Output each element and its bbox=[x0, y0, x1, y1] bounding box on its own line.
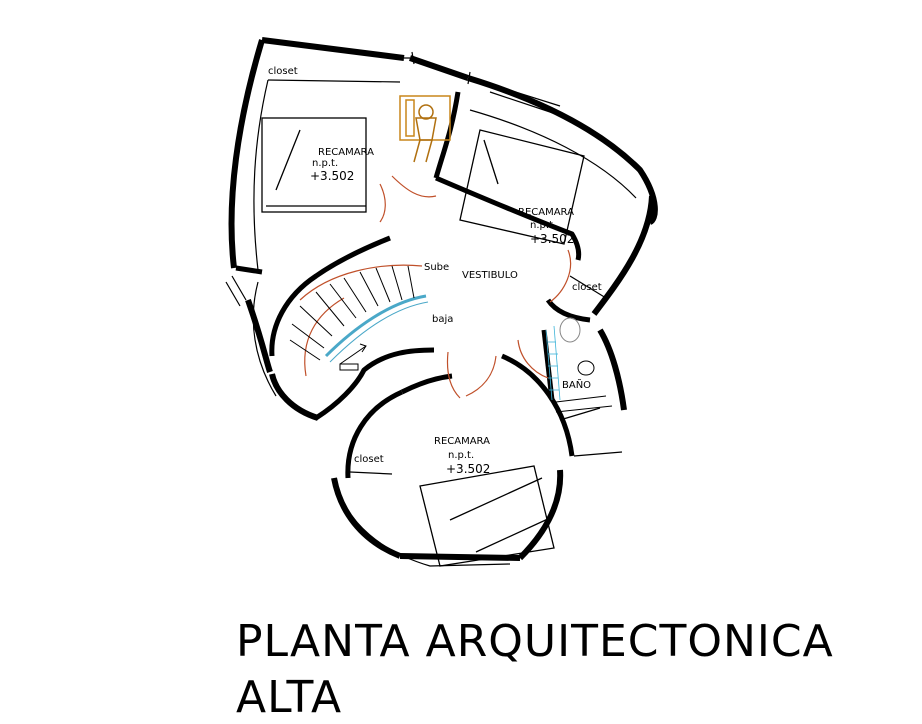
chair-person-head bbox=[418, 104, 434, 120]
wall-vestibule-stair-upper bbox=[269, 235, 391, 357]
closet-line-bedroom-3 bbox=[349, 471, 393, 475]
wall-bedroom-3-arc-left bbox=[345, 389, 404, 479]
wall-bedroom-1-outer bbox=[261, 37, 405, 61]
beds bbox=[261, 117, 585, 567]
bed-pillow-line bbox=[275, 129, 301, 191]
closet-label-bedroom-1: closet bbox=[268, 66, 298, 77]
bathroom-tiles bbox=[545, 325, 561, 401]
shower-lines bbox=[555, 395, 613, 413]
stair-arc-outer bbox=[299, 264, 423, 301]
closet-line-bedroom-1 bbox=[267, 79, 401, 83]
bed-pillow-line bbox=[483, 139, 499, 185]
desk-furniture bbox=[399, 95, 451, 163]
bed-frame bbox=[419, 465, 555, 567]
window-left bbox=[225, 275, 247, 307]
door-arc-bedroom-1-2 bbox=[379, 183, 386, 223]
room-name-bedroom-3: RECAMARA bbox=[434, 436, 490, 447]
wall-bedroom-2-inner-left bbox=[433, 91, 461, 179]
wall-bedroom-3-bottom bbox=[399, 553, 521, 561]
closet-label-bedroom-3: closet bbox=[354, 454, 384, 465]
chair-person-body bbox=[415, 117, 437, 141]
room-name-bedroom-2: RECAMARA bbox=[518, 207, 574, 218]
wall-bedroom-1-lower bbox=[245, 299, 273, 373]
bed-frame bbox=[459, 129, 585, 245]
stair-arc-inner bbox=[304, 297, 345, 377]
stair-outer-face bbox=[252, 281, 277, 397]
bed-sheet-line-1 bbox=[449, 477, 543, 521]
staircase bbox=[289, 264, 429, 377]
level-bedroom-2: +3.502 bbox=[530, 232, 574, 246]
wall-bath-outer bbox=[597, 328, 627, 411]
stair-treads bbox=[289, 265, 415, 361]
labels: closet RECAMARA n.p.t. +3.502 RECAMARA n… bbox=[268, 66, 602, 476]
toilet-icon bbox=[559, 317, 581, 343]
room-name-bathroom: BAÑO bbox=[562, 378, 591, 391]
bed-bedroom-1 bbox=[261, 117, 367, 213]
closet-label-bedroom-2: closet bbox=[572, 282, 602, 293]
stair-rail-inner bbox=[329, 301, 429, 363]
thin-lines bbox=[225, 51, 637, 567]
drawing-title-line-2: ALTA bbox=[236, 672, 343, 723]
closet-line-bedroom-2 bbox=[569, 275, 607, 299]
desk-drawer bbox=[405, 99, 415, 137]
bed-bedroom-2 bbox=[459, 129, 585, 245]
door-arc-bedroom-1 bbox=[391, 175, 437, 198]
stair-rail bbox=[324, 294, 427, 358]
bed-sheet-line-2 bbox=[475, 517, 551, 553]
wall-stair-outer bbox=[269, 373, 319, 421]
stair-landing-block bbox=[339, 363, 359, 371]
room-name-vestibule: VESTIBULO bbox=[462, 270, 518, 281]
window-top-2 bbox=[489, 83, 561, 115]
wall-top-mid bbox=[409, 55, 469, 81]
level-bedroom-3: +3.502 bbox=[446, 462, 490, 476]
interior-walls bbox=[235, 91, 591, 479]
room-name-bedroom-1: RECAMARA bbox=[318, 147, 374, 158]
wall-bedroom-1-inner-face bbox=[253, 79, 269, 271]
drawing-title-line-1: PLANTA ARQUITECTONICA bbox=[236, 616, 834, 667]
wall-bedroom-2-inner-face bbox=[469, 109, 637, 199]
level-bedroom-1: +3.502 bbox=[310, 169, 354, 183]
wall-bedroom-2-inner-bottom bbox=[435, 175, 582, 261]
wall-bedroom-3-left bbox=[331, 477, 402, 559]
exterior-walls bbox=[228, 37, 658, 561]
npt-bedroom-2: n.p.t. bbox=[530, 220, 556, 231]
wall-bedroom-1-left bbox=[228, 39, 265, 269]
bath-fixtures bbox=[555, 317, 613, 413]
door-arc-bedroom-3-2 bbox=[465, 355, 497, 397]
chair-legs bbox=[413, 139, 433, 163]
wall-bedroom-2-right bbox=[591, 195, 655, 316]
bath-diagonal-2 bbox=[573, 451, 623, 457]
bath-diagonal-1 bbox=[559, 407, 601, 421]
wall-stair-inner bbox=[314, 347, 435, 421]
stair-arrow bbox=[339, 343, 367, 365]
wall-bedroom-1-bottom bbox=[235, 265, 263, 275]
stair-up-label: Sube bbox=[424, 262, 449, 273]
bed-bedroom-3 bbox=[419, 465, 555, 567]
door-arc-bedroom-3 bbox=[446, 351, 461, 399]
wall-bedroom-3-outer-face bbox=[335, 483, 511, 567]
wall-bath-top bbox=[545, 298, 591, 323]
sink-icon bbox=[577, 360, 595, 376]
stair-down-label: baja bbox=[432, 314, 453, 325]
wall-bedroom-2-top bbox=[467, 75, 658, 225]
door-arc-bedroom-2 bbox=[549, 249, 572, 303]
wall-bedroom-3-arc-top bbox=[400, 373, 453, 395]
door-swings bbox=[379, 175, 572, 399]
window-top bbox=[404, 51, 471, 85]
bed-frame bbox=[261, 117, 367, 213]
wall-bedroom-3-arc-right bbox=[501, 353, 575, 457]
wall-bedroom-3-right bbox=[517, 469, 564, 561]
npt-bedroom-3: n.p.t. bbox=[448, 450, 474, 461]
npt-bedroom-1: n.p.t. bbox=[312, 158, 338, 169]
door-arc-bath bbox=[517, 339, 549, 379]
